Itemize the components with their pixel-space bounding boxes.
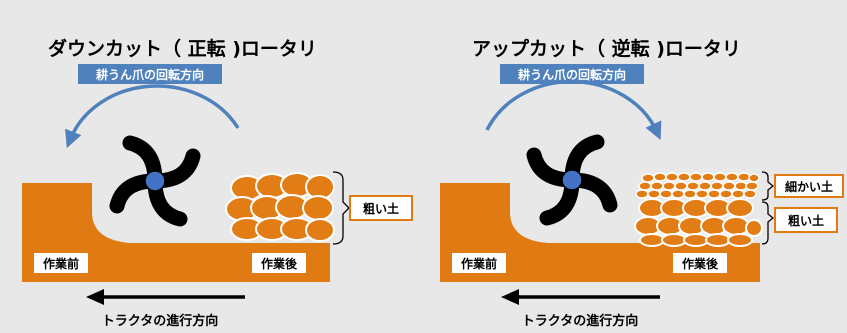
right-after-label-box	[673, 253, 727, 273]
left-direction-label: トラクタの進行方向	[102, 313, 218, 329]
right-coarse-bracket	[761, 201, 775, 245]
right-direction-arrow-icon	[501, 289, 660, 305]
right-rotor-icon	[526, 134, 618, 226]
right-fine-label-box	[774, 174, 844, 198]
left-rotor-hub	[144, 170, 166, 192]
left-direction-arrow-icon	[86, 289, 245, 305]
left-coarse-clods	[225, 172, 335, 242]
right-direction-label: トラクタの進行方向	[522, 313, 638, 329]
left-before-label-box	[34, 253, 88, 273]
right-fine-clods	[635, 172, 760, 199]
left-after-label: 作業後	[261, 256, 298, 271]
left-soil-bracket	[332, 171, 350, 245]
right-coarse-label-box	[774, 207, 838, 233]
right-title: アップカット（ 逆転 )ロータリ	[472, 37, 741, 60]
right-coarse-clods	[634, 198, 763, 247]
right-fine-bracket	[761, 171, 775, 201]
right-rotation-label: 耕うん爪の回転方向	[518, 67, 626, 82]
right-after-label: 作業後	[682, 256, 719, 271]
left-rotation-arrow-icon	[65, 84, 240, 149]
left-rotation-label: 耕うん爪の回転方向	[96, 67, 204, 82]
left-rotor-icon	[109, 135, 201, 227]
right-rotation-label-bg	[500, 64, 644, 84]
left-title: ダウンカット（ 正転 )ロータリ	[48, 37, 317, 60]
left-rotation-label-bg	[78, 64, 222, 84]
left-before-label: 作業前	[43, 256, 79, 271]
right-rotation-arrow-icon	[485, 79, 662, 140]
left-panel: ダウンカット（ 正転 )ロータリ 耕うん爪の回転方向 粗い土	[22, 37, 413, 329]
left-soil-label-box	[349, 195, 413, 221]
right-before-label-box	[452, 253, 506, 273]
left-after-label-box	[252, 253, 306, 273]
right-rotor-hub	[561, 169, 583, 191]
right-before-label: 作業前	[461, 256, 497, 271]
right-fine-soil-label: 細かい土	[785, 179, 833, 194]
left-soil-label: 粗い土	[363, 201, 399, 216]
right-coarse-soil-label: 粗い土	[788, 213, 824, 228]
right-panel: アップカット（ 逆転 )ロータリ 耕うん爪の回転方向	[440, 37, 844, 329]
